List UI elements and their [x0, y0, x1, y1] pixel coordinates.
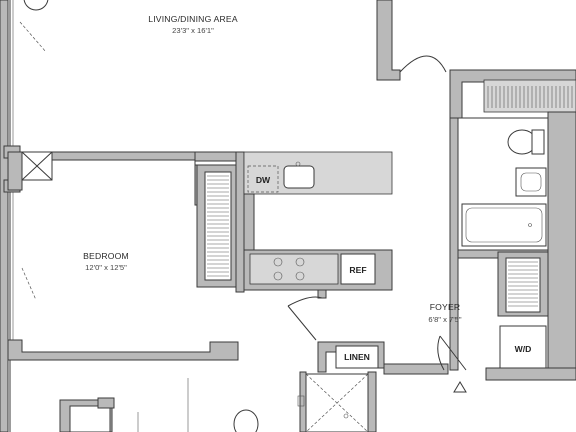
- kitchen-island-counter: [243, 151, 393, 195]
- structural-column: [23, 0, 49, 11]
- bathroom: [449, 111, 576, 373]
- door-swing-dashed: [19, 21, 47, 53]
- bedroom-dims: 12'0" x 12'5": [85, 263, 127, 272]
- exterior-window-wall: [0, 0, 21, 432]
- bedroom-closet: [196, 164, 237, 288]
- bedroom-walls: [7, 151, 245, 361]
- door-swing-entry: [437, 335, 467, 371]
- foyer-dims: 6'8" x 7'5": [428, 315, 462, 324]
- upper-right-walls: [376, 0, 576, 119]
- linen-label: LINEN: [344, 352, 370, 362]
- refrigerator-label: REF: [349, 265, 366, 275]
- lower-bath: [233, 371, 377, 432]
- lower-toilet: [233, 409, 259, 432]
- entry-marker-icon: [453, 381, 467, 393]
- foyer-name: FOYER: [430, 302, 461, 312]
- vanity-sink: [515, 167, 547, 197]
- foyer-closet: [497, 251, 549, 317]
- lower-left-fragment: [59, 378, 189, 432]
- door-swing-upper: [399, 55, 447, 73]
- kitchen-sink: [283, 165, 315, 189]
- washer-dryer-label: W/D: [515, 344, 532, 354]
- upper-closet: [483, 79, 576, 113]
- bathtub: [461, 203, 547, 247]
- kitchen: DW REF: [243, 151, 393, 291]
- dishwasher-label: DW: [256, 175, 271, 185]
- living-room-dims: 23'3" x 16'1": [172, 26, 214, 35]
- refrigerator: [340, 253, 376, 285]
- kitchen-counter-back: [249, 253, 339, 285]
- bedroom-name: BEDROOM: [83, 251, 129, 261]
- dishwasher: [247, 165, 279, 193]
- door-swing-bath: [287, 296, 323, 341]
- linen-closet: [335, 345, 379, 369]
- living-room-name: LIVING/DINING AREA: [148, 14, 238, 24]
- cooktop: [273, 257, 305, 281]
